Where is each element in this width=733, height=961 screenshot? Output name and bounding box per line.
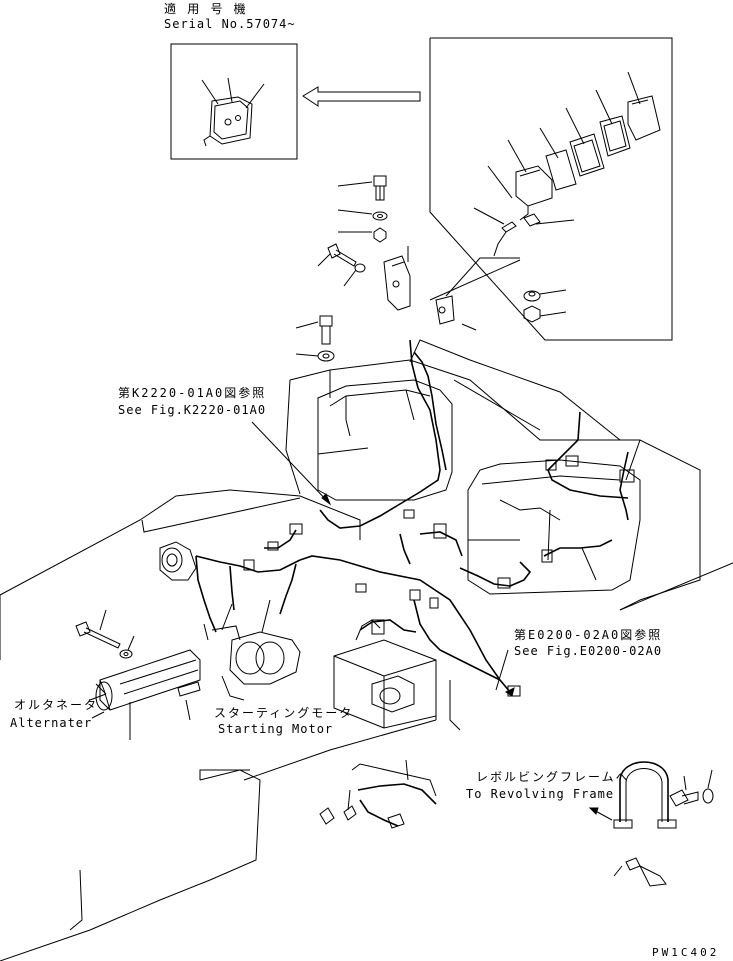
battery-right <box>467 459 641 595</box>
lamp-detail-box <box>429 37 673 341</box>
starting-motor <box>203 599 301 701</box>
serial-label: Serial No.57074~ <box>164 17 296 31</box>
leader-lines <box>89 421 515 719</box>
horn <box>159 541 197 581</box>
revolving-frame-label: To Revolving Frame <box>466 787 615 801</box>
serial-inset-box <box>170 43 298 160</box>
alternator-label-jp: オルタネータ <box>14 698 99 712</box>
alternator-pin <box>95 681 201 721</box>
alternator-bolt <box>75 609 135 659</box>
ground-strap <box>613 761 677 829</box>
lower-bolt-stack <box>295 315 335 362</box>
revolving-frame-label-jp: レボルビングフレームへ <box>476 770 630 784</box>
serial-label-jp: 適 用 号 機 <box>164 2 248 16</box>
strap-bolts <box>613 769 714 887</box>
ref-k2220-jp: 第K2220-01A0図参照 <box>118 386 267 400</box>
inset-arrow-icon <box>302 86 421 107</box>
lower-harness <box>319 759 437 829</box>
ref-e0200-jp: 第E0200-02A0図参照 <box>514 628 663 642</box>
starting-motor-label-jp: スターティングモータ <box>214 706 354 720</box>
top-bolt-stack <box>337 175 388 243</box>
battery-left <box>317 379 453 501</box>
starting-motor-label: Starting Motor <box>218 722 334 736</box>
alternator <box>95 649 201 711</box>
side-bolt <box>317 243 366 287</box>
ref-e0200: See Fig.E0200-02A0 <box>514 644 663 658</box>
drawing-code: PW1C402 <box>652 946 720 959</box>
lamp-bracket <box>383 246 477 331</box>
alternator-label: Alternater <box>10 716 93 730</box>
ref-k2220: See Fig.K2220-01A0 <box>118 403 267 417</box>
machine-frame <box>0 339 733 961</box>
strap-arrow-icon <box>588 807 613 821</box>
battery-relay-box <box>333 619 437 729</box>
part-leaders <box>547 439 641 581</box>
